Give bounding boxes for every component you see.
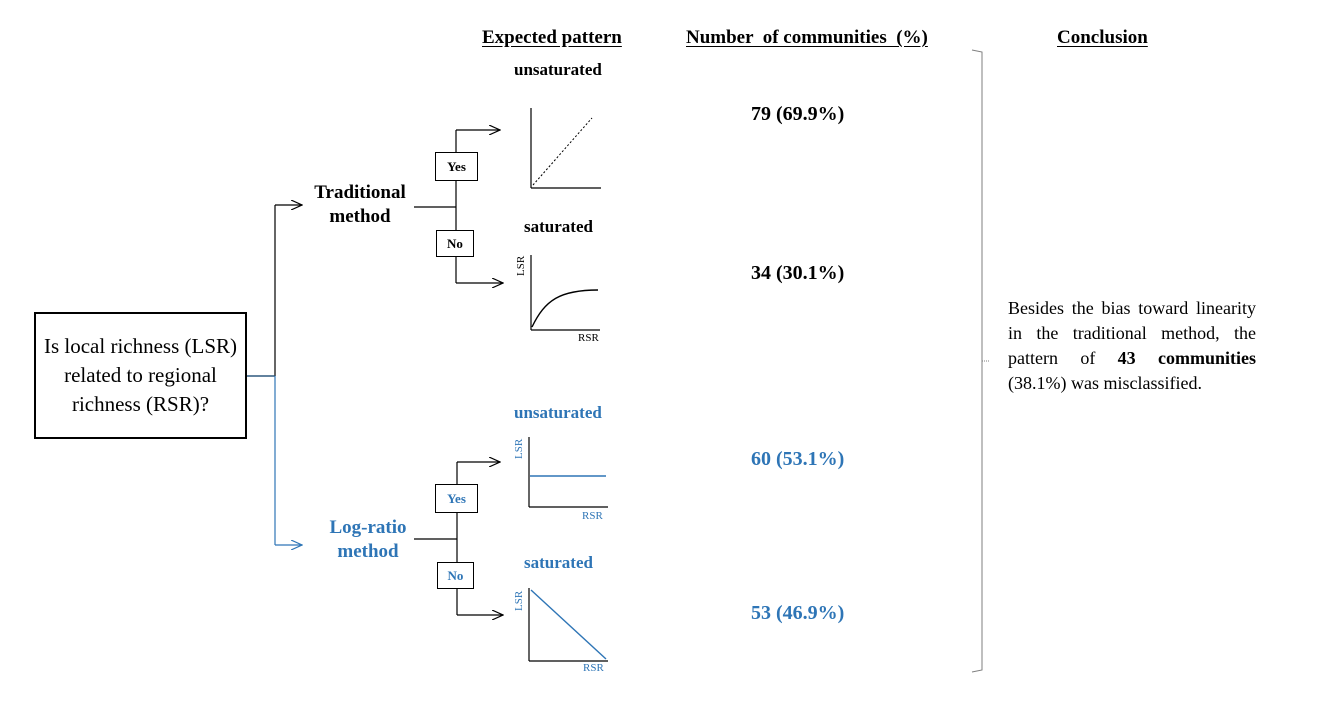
conclusion-bracket: [971, 49, 990, 673]
traditional-saturated-axis-rsr: RSR: [578, 332, 599, 344]
header-conclusion: Conclusion: [1057, 27, 1148, 48]
declining-trend-line: [530, 589, 607, 660]
traditional-saturated-axis-lsr: LSR: [515, 255, 527, 276]
conclusion-part2: (38.1%) was misclassified.: [1008, 373, 1202, 393]
main-split-connector: [247, 205, 302, 545]
chart-traditional-saturated: [530, 255, 600, 331]
traditional-unsaturated-label: unsaturated: [514, 60, 602, 79]
traditional-saturated-count: 34 (30.1%): [751, 262, 845, 284]
saturating-curve: [531, 289, 599, 328]
logratio-saturated-count: 53 (46.9%): [751, 602, 845, 624]
traditional-no-box: No: [436, 230, 474, 257]
header-number-of-communities: Number of communities (%): [686, 27, 928, 48]
logratio-method-line2: method: [337, 541, 399, 562]
logratio-method-label: Log-ratio method: [316, 516, 420, 564]
chart-logratio-saturated: [528, 588, 608, 662]
logratio-no-box: No: [437, 562, 474, 589]
logratio-saturated-label: saturated: [524, 553, 593, 572]
traditional-yes-box: Yes: [435, 152, 478, 181]
traditional-method-line1: Traditional: [314, 182, 406, 203]
traditional-method-label: Traditional method: [308, 181, 412, 229]
traditional-saturated-label: saturated: [524, 217, 593, 236]
conclusion-bold-communities: 43 communities: [1117, 348, 1256, 368]
traditional-method-line2: method: [329, 206, 391, 227]
logratio-saturated-axis-lsr: LSR: [513, 590, 525, 611]
header-expected-pattern: Expected pattern: [482, 27, 622, 48]
linear-trend-line: [532, 117, 593, 186]
logratio-method-line1: Log-ratio: [329, 517, 407, 538]
logratio-saturated-axis-rsr: RSR: [583, 662, 604, 674]
logratio-yes-box: Yes: [435, 484, 478, 513]
logratio-unsaturated-axis-lsr: LSR: [513, 438, 525, 459]
chart-traditional-unsaturated: [530, 108, 601, 189]
conclusion-part1: Besides the bias toward linearity in the…: [1008, 298, 1256, 368]
logratio-unsaturated-label: unsaturated: [514, 403, 602, 422]
chart-logratio-unsaturated: [528, 437, 608, 508]
logratio-unsaturated-axis-rsr: RSR: [582, 510, 603, 522]
logratio-unsaturated-count: 60 (53.1%): [751, 448, 845, 470]
traditional-unsaturated-count: 79 (69.9%): [751, 103, 845, 125]
conclusion-text: Besides the bias toward linearity in the…: [1008, 296, 1256, 396]
question-text: Is local richness (LSR) related to regio…: [43, 334, 238, 416]
question-box: Is local richness (LSR) related to regio…: [34, 312, 247, 439]
